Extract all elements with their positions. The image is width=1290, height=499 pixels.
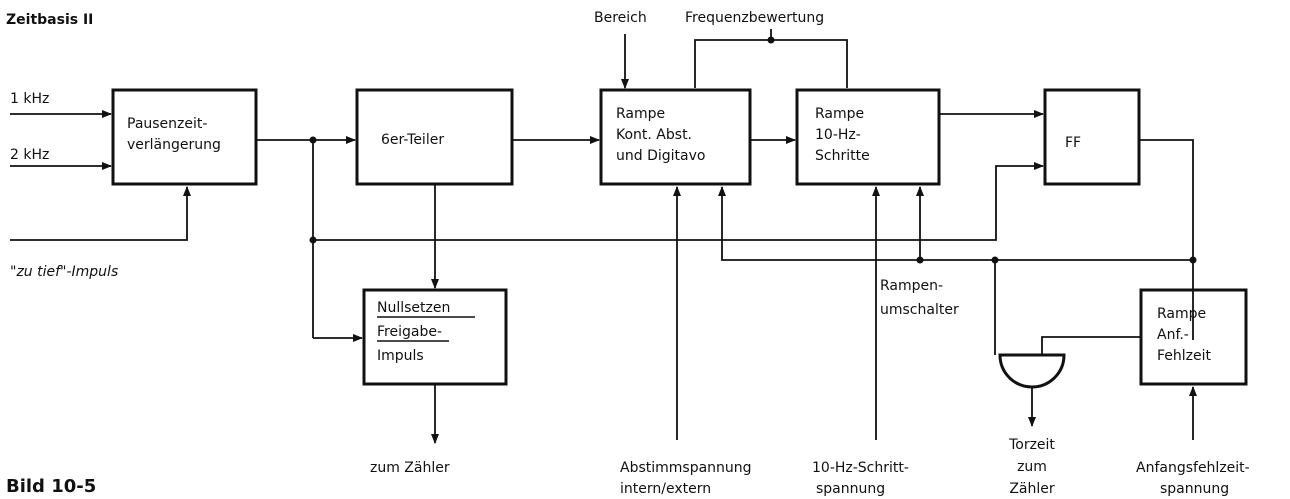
and-gate [998,353,1066,389]
block-line: Kont. Abst. [616,127,692,143]
block-ff: FF [1043,88,1141,186]
label-rampenumschalter: umschalter [880,302,959,318]
block-line: Impuls [377,348,424,364]
block-line: Fehlzeit [1157,348,1212,364]
block-line: 10-Hz- [815,127,861,143]
signal-wires [10,29,1197,444]
label-abstimmspannung: Abstimmspannung [620,460,752,476]
label-abstimmspannung: intern/extern [620,481,711,497]
label-2khz: 2 kHz [10,147,49,163]
label-torzeit: zum [1017,459,1047,475]
label-torzeit: Torzeit [1008,437,1055,453]
block-line: und Digitavo [616,148,705,164]
label-frequenzbewertung: Frequenzbewertung [685,10,824,26]
diagram-title: Zeitbasis II [6,12,93,28]
block-line: verlängerung [127,137,221,153]
label-zu-tief-impuls: "zu tief"-Impuls [10,264,118,280]
block-line: Nullsetzen [377,300,450,316]
label-1khz: 1 kHz [10,91,49,107]
label-rampenumschalter: Rampen- [880,278,943,294]
block-line: Freigabe- [377,324,442,340]
label-schrittspannung: 10-Hz-Schritt- [812,460,909,476]
block-line: 6er-Teiler [381,132,444,148]
block-nullsetzen-freigabe-impuls: Nullsetzen Freigabe- Impuls [362,288,508,386]
label-zum-zaehler: zum Zähler [370,460,450,476]
block-pausenzeitverlaengerung: Pausenzeit- verlängerung [111,88,258,186]
label-schrittspannung: spannung [816,481,885,497]
block-rampe-10hz-schritte: Rampe 10-Hz- Schritte [795,88,941,186]
block-6er-teiler: 6er-Teiler [355,88,514,186]
block-line: Rampe [1157,306,1206,322]
block-line: Anf.- [1157,327,1189,343]
figure-caption: Bild 10-5 [6,476,96,497]
block-line: Schritte [815,148,870,164]
label-torzeit: Zähler [1009,481,1055,497]
label-anfangsfehlzeitspannung: Anfangsfehlzeit- [1136,460,1250,476]
block-line: Pausenzeit- [127,116,207,132]
block-rampe-kont-abst: Rampe Kont. Abst. und Digitavo [599,88,752,186]
label-bereich: Bereich [594,10,647,26]
block-line: Rampe [616,106,665,122]
block-line: Rampe [815,106,864,122]
block-line: FF [1065,135,1081,151]
label-anfangsfehlzeitspannung: spannung [1160,481,1229,497]
